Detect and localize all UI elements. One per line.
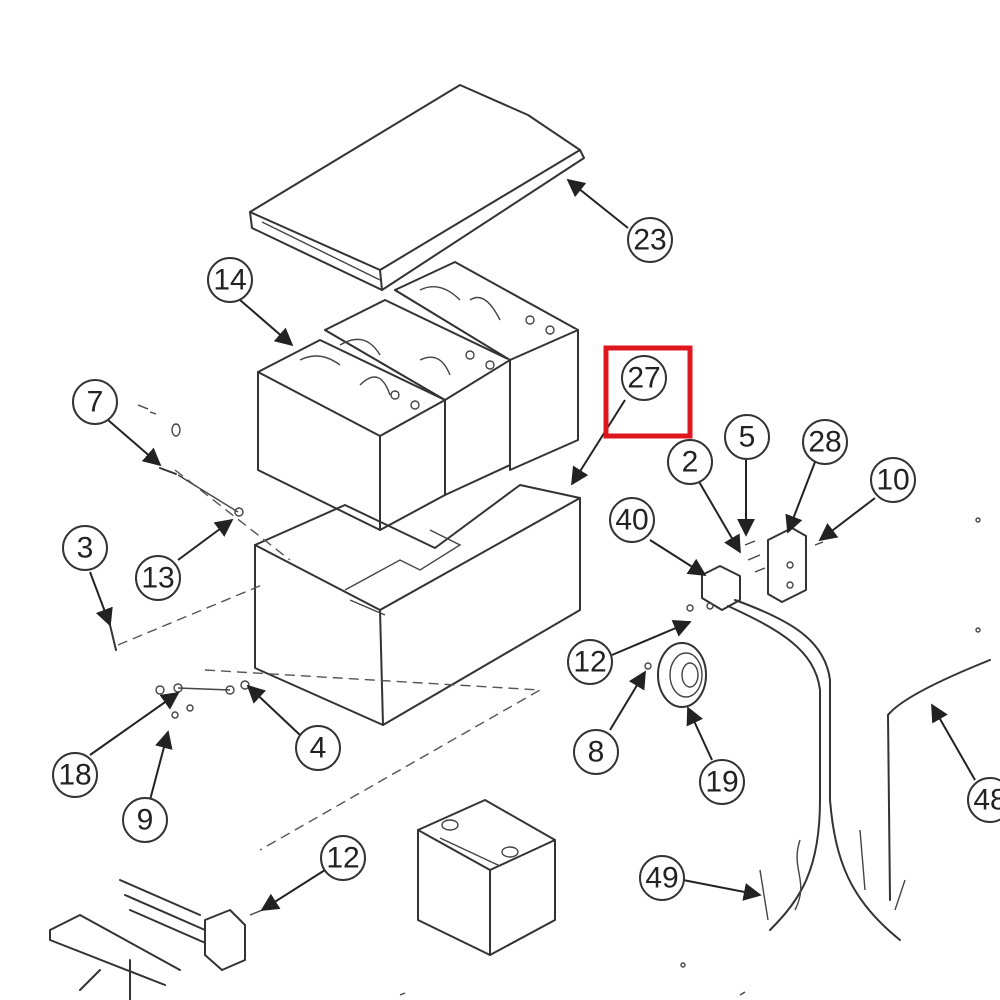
battery-tray-part bbox=[254, 484, 581, 726]
hardware-parts bbox=[109, 404, 250, 719]
callout-label: 9 bbox=[137, 804, 154, 837]
battery-pack-part bbox=[257, 261, 579, 531]
callout-2[interactable]: 2 bbox=[667, 439, 713, 485]
callout-23[interactable]: 23 bbox=[627, 217, 673, 263]
electrical-parts bbox=[644, 527, 991, 941]
callout-label: 4 bbox=[310, 732, 327, 765]
callout-10[interactable]: 10 bbox=[870, 457, 916, 503]
callout-label: 12 bbox=[573, 646, 606, 679]
callout-28[interactable]: 28 bbox=[802, 419, 848, 465]
callout-48[interactable]: 48 bbox=[967, 777, 1000, 823]
callout-14[interactable]: 14 bbox=[207, 257, 253, 303]
callout-13[interactable]: 13 bbox=[135, 555, 181, 601]
lower-battery-part bbox=[417, 799, 556, 956]
callout-4[interactable]: 4 bbox=[295, 725, 341, 771]
callout-12[interactable]: 12 bbox=[567, 639, 613, 685]
callout-label: 10 bbox=[876, 464, 909, 497]
callout-label: 8 bbox=[588, 736, 605, 769]
callout-8[interactable]: 8 bbox=[573, 729, 619, 775]
callout-label: 12 bbox=[326, 842, 359, 875]
phantom-line-tray bbox=[117, 584, 263, 646]
leader-lines bbox=[89, 178, 976, 911]
callout-12-lower[interactable]: 12 bbox=[320, 835, 366, 881]
callout-label: 13 bbox=[141, 562, 174, 595]
callout-label: 14 bbox=[213, 264, 246, 297]
phantom-line-base bbox=[204, 669, 543, 851]
callout-label: 27 bbox=[627, 362, 660, 395]
callout-label: 40 bbox=[615, 504, 648, 537]
callout-label: 19 bbox=[705, 766, 738, 799]
callout-label: 2 bbox=[682, 446, 699, 479]
callout-label: 7 bbox=[87, 386, 104, 419]
callout-label: 49 bbox=[645, 862, 678, 895]
callout-label: 23 bbox=[633, 224, 666, 257]
stray-marks bbox=[399, 517, 981, 996]
callout-5[interactable]: 5 bbox=[724, 414, 770, 460]
callout-3[interactable]: 3 bbox=[62, 525, 108, 571]
callout-49[interactable]: 49 bbox=[639, 855, 685, 901]
callout-18[interactable]: 18 bbox=[52, 752, 98, 798]
battery-cover-part bbox=[249, 84, 585, 291]
lower-bracket-part bbox=[49, 879, 271, 1000]
callout-40[interactable]: 40 bbox=[609, 497, 655, 543]
callout-label: 18 bbox=[58, 759, 91, 792]
callout-label: 28 bbox=[808, 426, 841, 459]
callout-label: 48 bbox=[973, 784, 1000, 817]
callout-9[interactable]: 9 bbox=[122, 797, 168, 843]
callout-27[interactable]: 27 bbox=[621, 355, 667, 401]
callout-19[interactable]: 19 bbox=[699, 759, 745, 805]
callout-label: 5 bbox=[739, 421, 756, 454]
callout-label: 3 bbox=[77, 532, 94, 565]
callout-7[interactable]: 7 bbox=[72, 379, 118, 425]
highlight-box bbox=[603, 345, 693, 439]
